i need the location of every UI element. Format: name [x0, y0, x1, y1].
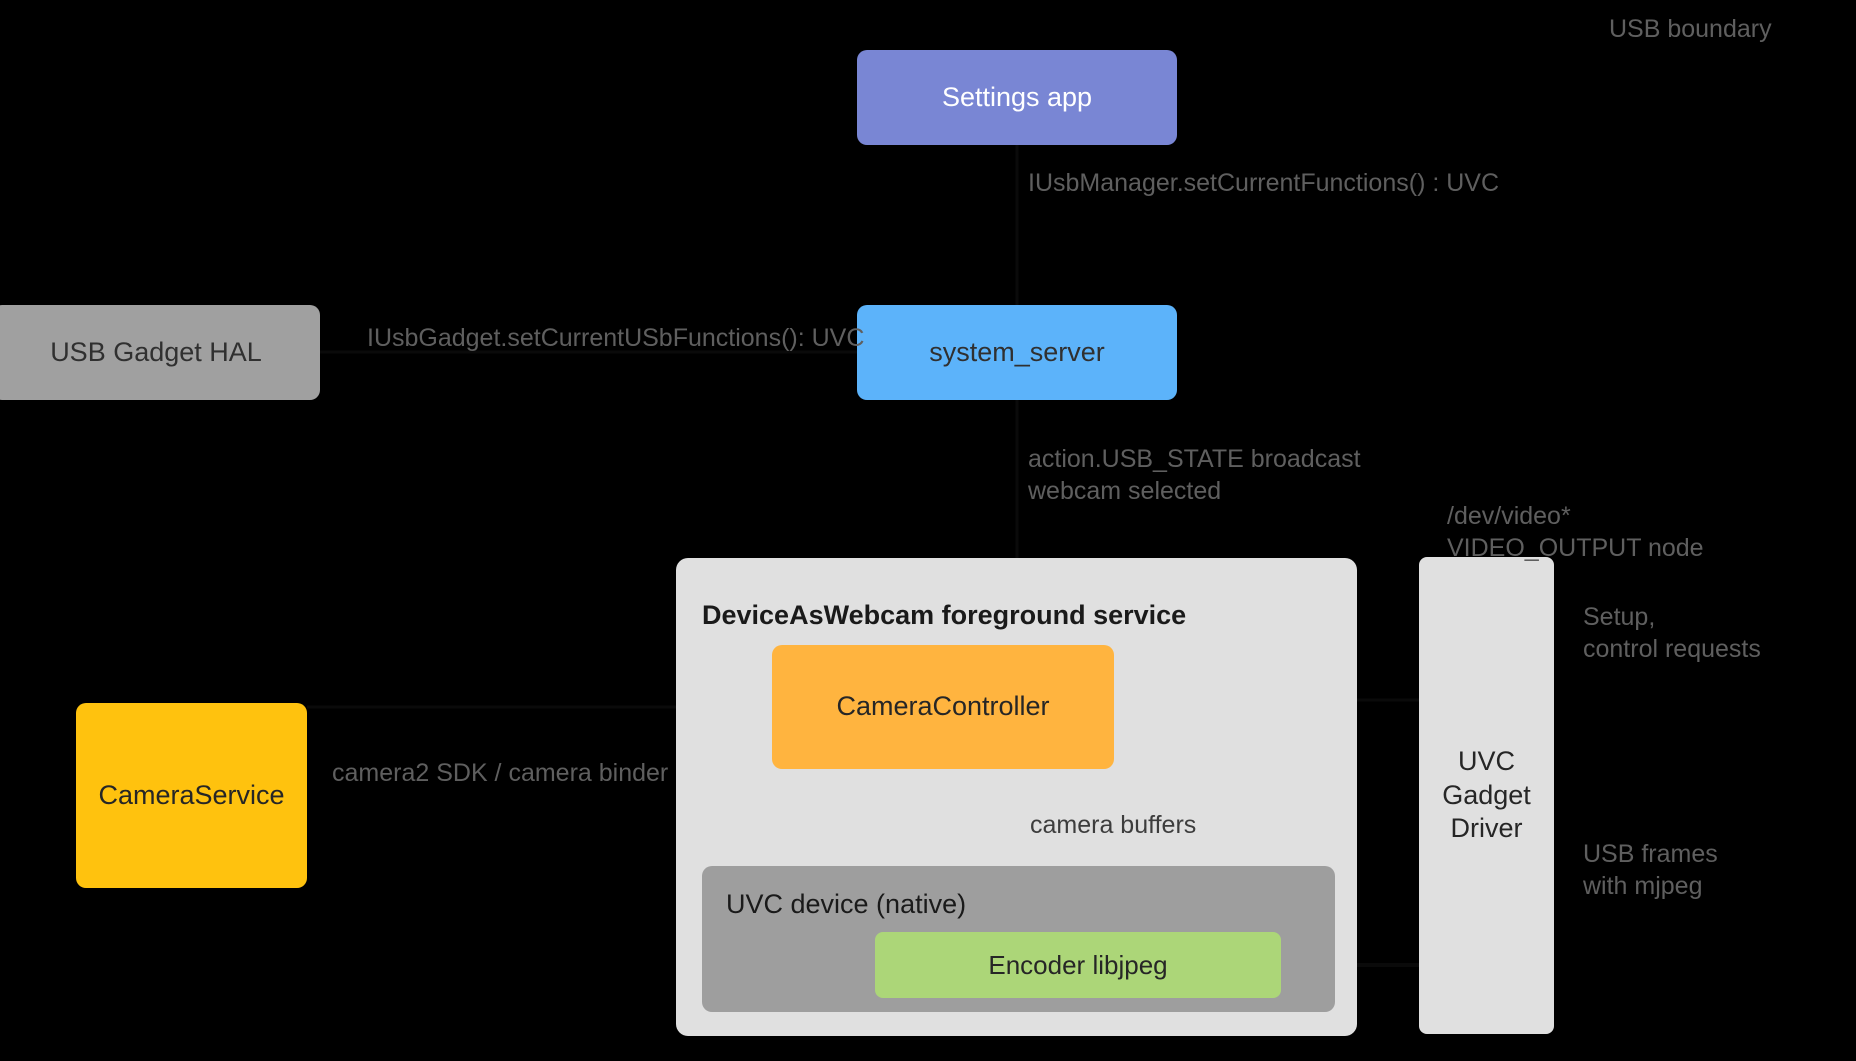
annotation-iusbmanager-set-current-functions: IUsbManager.setCurrentFunctions() : UVC: [1028, 169, 1500, 197]
box-camera-controller-label: CameraController: [836, 691, 1050, 722]
box-system-server[interactable]: system_server: [857, 305, 1177, 400]
annotation-setup-control-requests: Setup, control requests: [1583, 603, 1761, 663]
annotation-usb-boundary: USB boundary: [1609, 15, 1772, 43]
box-camera-service-label: CameraService: [98, 779, 285, 810]
box-system-server-label: system_server: [929, 336, 1105, 367]
box-camera-service[interactable]: CameraService: [76, 703, 307, 888]
box-uvc-gadget-driver-label: UVC Gadget Driver: [1442, 745, 1531, 844]
box-uvc-device-native-title: UVC device (native): [726, 889, 967, 919]
box-uvc-gadget-driver[interactable]: UVC Gadget Driver: [1419, 557, 1554, 1034]
box-deviceaswebcam-service-title: DeviceAsWebcam foreground service: [702, 600, 1187, 630]
box-settings-app-label: Settings app: [941, 81, 1093, 112]
box-encoder-libjpeg[interactable]: Encoder libjpeg: [875, 932, 1281, 998]
annotation-usb-frames-with-mjpeg: USB frames with mjpeg: [1583, 840, 1718, 900]
box-encoder-libjpeg-label: Encoder libjpeg: [988, 949, 1168, 980]
box-settings-app[interactable]: Settings app: [857, 50, 1177, 145]
box-usb-gadget-hal[interactable]: USB Gadget HAL: [0, 305, 320, 400]
annotation-usb-state-broadcast: action.USB_STATE broadcast webcam select…: [1028, 445, 1361, 505]
annotation-dev-video-node: /dev/video* VIDEO_OUTPUT node: [1447, 502, 1704, 562]
box-usb-gadget-hal-label: USB Gadget HAL: [50, 336, 262, 367]
annotation-camera-buffers: camera buffers: [1030, 811, 1197, 839]
box-camera-controller[interactable]: CameraController: [772, 645, 1114, 769]
annotation-iusbgadget-set-current-usb-functions: IUsbGadget.setCurrentUSbFunctions(): UVC: [367, 324, 865, 352]
annotation-camera2-sdk-camera-binder: camera2 SDK / camera binder: [332, 759, 669, 787]
